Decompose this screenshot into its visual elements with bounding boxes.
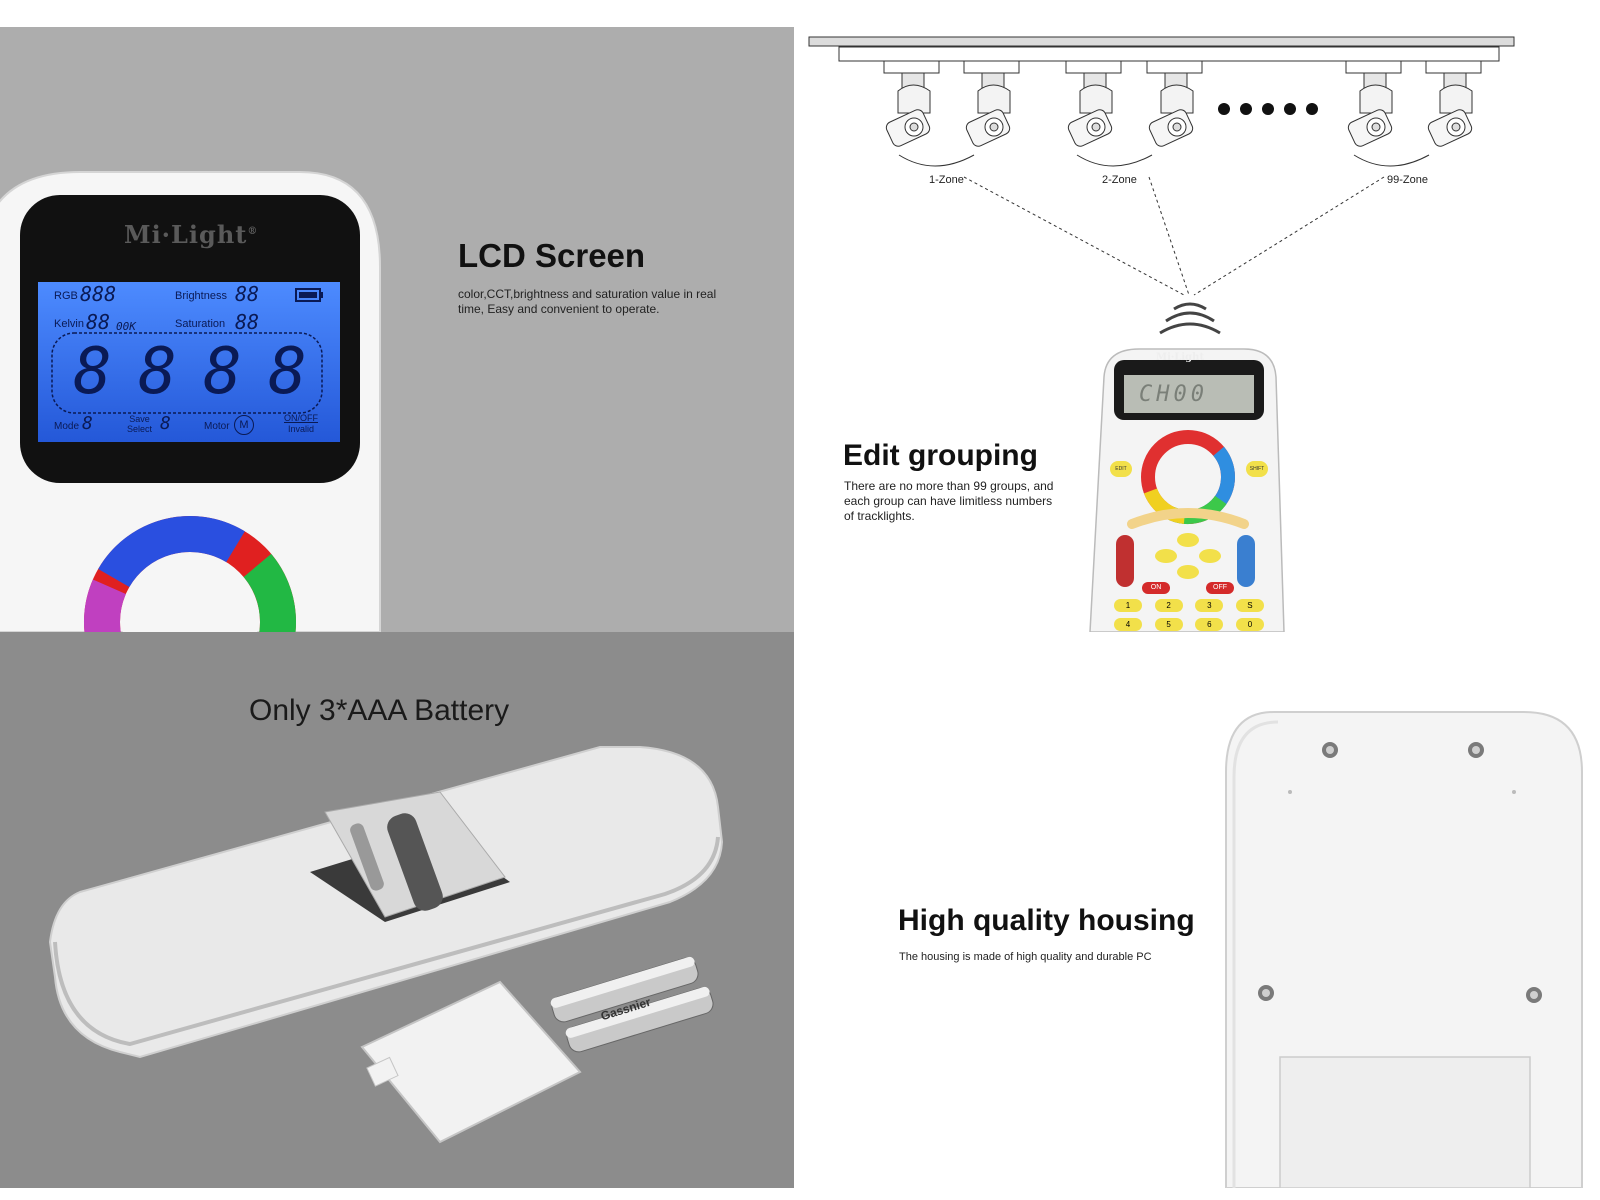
ceiling-rail (808, 36, 1515, 47)
wireless-signal-icon (1159, 302, 1221, 335)
saturation-label: Saturation (175, 318, 226, 330)
brightness-slider (1237, 535, 1255, 587)
kelvin-suffix: 00K (116, 320, 136, 333)
housing-panel: High quality housing The housing is made… (794, 632, 1600, 1188)
zone-label: 2-Zone (1102, 174, 1137, 186)
big-digit: 8 (268, 335, 307, 409)
remote-lcd (1124, 375, 1254, 413)
signal-line (1148, 176, 1190, 296)
rgb-value: 888 (80, 282, 117, 306)
brightness-value: 88 (235, 282, 260, 306)
track-light-icon (963, 60, 1020, 147)
zone-label: 99-Zone (1387, 174, 1428, 186)
battery-title: Only 3*AAA Battery (249, 694, 510, 727)
signal-line (1193, 176, 1385, 296)
key-button[interactable]: S (1235, 599, 1264, 612)
tracklight-diagram (808, 36, 1515, 632)
inserted-battery (387, 813, 443, 911)
key-button[interactable]: 0 (1235, 618, 1264, 631)
edit-button[interactable]: EDIT (1110, 461, 1132, 477)
battery-illustration (48, 746, 724, 1144)
select-value: 8 (160, 413, 171, 434)
motor-label: Motor (204, 421, 230, 432)
ellipsis-dots (1218, 103, 1318, 115)
zone-arc (1076, 154, 1153, 167)
key-button[interactable]: 6 (1195, 618, 1224, 631)
edit-grouping-panel: 1-Zone 2-Zone 99-Zone Mi·Light CH00 EDIT… (794, 27, 1600, 632)
lcd-screen-panel: Mi·Light® RGB 888 Brightness 88 Kelvin 8… (0, 27, 794, 632)
remote-brand-logo: Mi·Light (1156, 352, 1205, 363)
screw-icon (1526, 987, 1542, 1003)
key-button[interactable]: 3 (1195, 599, 1224, 612)
on-button[interactable]: ON (1142, 582, 1170, 594)
off-button[interactable]: OFF (1206, 582, 1234, 594)
signal-line (963, 176, 1185, 296)
mode-label: Mode (54, 421, 80, 432)
motor-icon: M (234, 415, 254, 435)
keypad-row: 1 2 3 S (1114, 599, 1264, 612)
brightness-label: Brightness (175, 290, 227, 302)
track-light-icon (1065, 60, 1122, 147)
battery-cover (360, 980, 582, 1144)
housing-description: The housing is made of high quality and … (899, 951, 1152, 963)
color-temp-slider (1116, 535, 1134, 587)
key-button[interactable]: 2 (1154, 599, 1183, 612)
shift-button[interactable]: SHIFT (1246, 461, 1268, 477)
track-light-icon (883, 60, 940, 147)
rgb-label: RGB (54, 290, 78, 302)
lcd-remote-illustration (0, 171, 381, 632)
track-lights (883, 60, 1482, 147)
big-digit: 8 (203, 335, 242, 409)
track-light-icon (1345, 60, 1402, 147)
screw-icon (1322, 742, 1338, 758)
key-button[interactable]: 4 (1114, 618, 1142, 631)
brand-logo: Mi·Light® (124, 220, 259, 249)
lcd-screen-description: color,CCT,brightness and saturation valu… (458, 287, 717, 316)
lcd-display (38, 282, 340, 442)
kelvin-value: 88 (86, 310, 111, 334)
zone-label: 1-Zone (929, 174, 964, 186)
key-button[interactable]: 5 (1154, 618, 1183, 631)
edit-grouping-title: Edit grouping (843, 439, 1038, 472)
key-button[interactable]: 1 (1114, 599, 1142, 612)
big-digit: 8 (73, 335, 112, 409)
zone-arc (1353, 154, 1430, 167)
battery-panel: Only 3*AAA Battery Gassnier (0, 632, 794, 1188)
track-light-icon (1146, 60, 1203, 147)
saturation-value: 88 (235, 310, 260, 334)
zone-arc (898, 154, 975, 167)
housing-title: High quality housing (898, 904, 1195, 937)
screw-icon (1468, 742, 1484, 758)
loose-batteries (550, 956, 714, 1053)
big-digit-row: 8 8 8 8 (60, 332, 320, 412)
track-light-icon (1425, 60, 1482, 147)
mode-value: 8 (82, 413, 93, 434)
battery-cover-outline (1279, 1056, 1531, 1188)
lcd-screen-title: LCD Screen (458, 237, 646, 274)
big-digit: 8 (138, 335, 177, 409)
direction-pad (1155, 533, 1221, 579)
remote-lcd-text: CH00 (1139, 382, 1208, 407)
kelvin-label: Kelvin (54, 318, 84, 330)
big-digit-frame (51, 332, 323, 414)
housing-illustration (1225, 711, 1583, 1188)
screw-icon (1258, 985, 1274, 1001)
edit-grouping-description: There are no more than 99 groups, and ea… (844, 479, 1054, 523)
keypad-row: 4 5 6 0 (1114, 618, 1264, 631)
